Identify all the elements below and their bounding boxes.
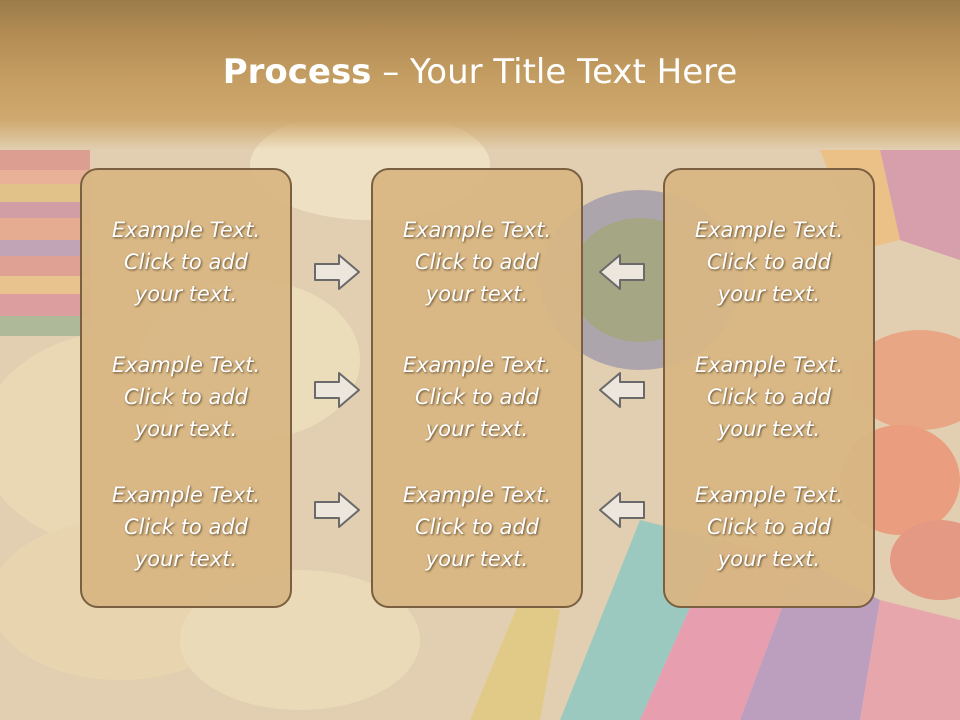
left-arrow-icon[interactable]	[598, 370, 646, 410]
text-line: Example Text.	[694, 483, 844, 507]
text-line: Click to add	[414, 515, 539, 539]
text-line: Click to add	[123, 385, 248, 409]
text-line: Example Text.	[402, 483, 552, 507]
text-placeholder[interactable]: Example Text. Click to add your text.	[665, 349, 873, 445]
right-arrow-icon[interactable]	[313, 490, 361, 530]
text-line: Click to add	[706, 515, 831, 539]
text-line: Example Text.	[402, 353, 552, 377]
left-arrow-icon[interactable]	[598, 490, 646, 530]
text-line: your text.	[425, 417, 529, 441]
text-line: your text.	[717, 547, 821, 571]
text-placeholder[interactable]: Example Text. Click to add your text.	[82, 214, 290, 310]
text-line: your text.	[425, 547, 529, 571]
slide-title[interactable]: Process – Your Title Text Here	[0, 52, 960, 92]
text-line: Example Text.	[694, 218, 844, 242]
text-placeholder[interactable]: Example Text. Click to add your text.	[82, 349, 290, 445]
text-line: Example Text.	[111, 483, 261, 507]
text-line: your text.	[717, 417, 821, 441]
text-line: Click to add	[706, 250, 831, 274]
text-line: Click to add	[414, 250, 539, 274]
right-arrow-icon[interactable]	[313, 252, 361, 292]
text-line: your text.	[134, 417, 238, 441]
text-placeholder[interactable]: Example Text. Click to add your text.	[373, 214, 581, 310]
text-line: your text.	[134, 547, 238, 571]
process-panel-center[interactable]: Example Text. Click to add your text. Ex…	[371, 168, 583, 608]
text-placeholder[interactable]: Example Text. Click to add your text.	[82, 479, 290, 575]
text-line: Example Text.	[111, 353, 261, 377]
text-line: Click to add	[123, 250, 248, 274]
text-placeholder[interactable]: Example Text. Click to add your text.	[373, 479, 581, 575]
text-placeholder[interactable]: Example Text. Click to add your text.	[665, 479, 873, 575]
title-bar	[0, 0, 960, 150]
text-placeholder[interactable]: Example Text. Click to add your text.	[373, 349, 581, 445]
text-placeholder[interactable]: Example Text. Click to add your text.	[665, 214, 873, 310]
text-line: Example Text.	[111, 218, 261, 242]
text-line: Example Text.	[694, 353, 844, 377]
text-line: Example Text.	[402, 218, 552, 242]
title-bold: Process	[222, 52, 372, 92]
process-panel-right[interactable]: Example Text. Click to add your text. Ex…	[663, 168, 875, 608]
text-line: Click to add	[706, 385, 831, 409]
right-arrow-icon[interactable]	[313, 370, 361, 410]
title-rest: – Your Title Text Here	[371, 52, 738, 92]
text-line: Click to add	[123, 515, 248, 539]
text-line: Click to add	[414, 385, 539, 409]
text-line: your text.	[425, 282, 529, 306]
left-arrow-icon[interactable]	[598, 252, 646, 292]
text-line: your text.	[717, 282, 821, 306]
process-panel-left[interactable]: Example Text. Click to add your text. Ex…	[80, 168, 292, 608]
text-line: your text.	[134, 282, 238, 306]
